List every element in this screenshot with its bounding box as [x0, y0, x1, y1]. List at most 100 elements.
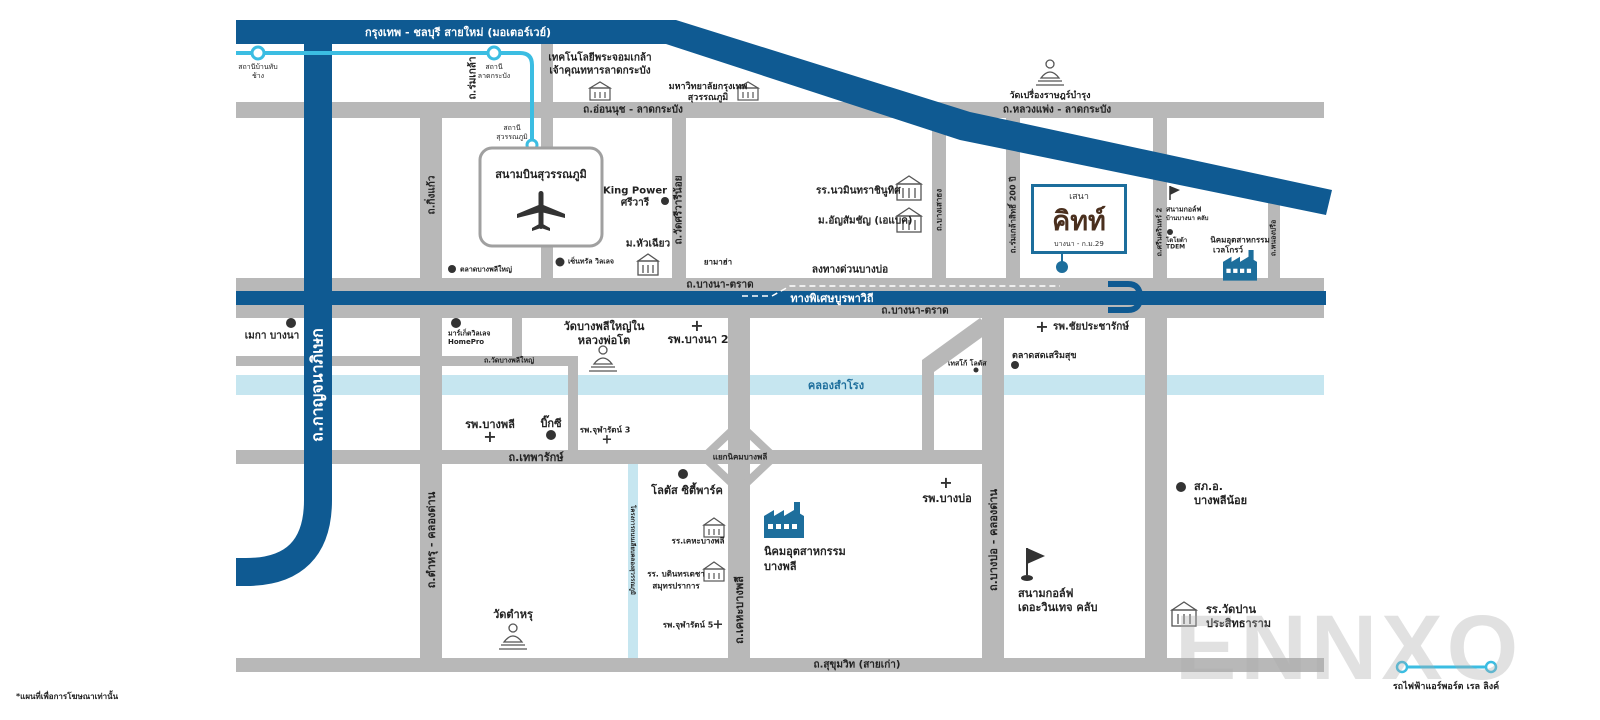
hospital-icon-chularat5: + [712, 617, 724, 633]
label-kingkaew2: ถ.ศรีนครินทร์ 2 [1155, 207, 1164, 257]
road-small-b [568, 356, 578, 456]
label-canal-road: โครงการถนนเลียบคลองสุวรรณภูมิ [629, 505, 636, 595]
project-location: บางนา - ก.ม.29 [1054, 240, 1104, 248]
road-bangna-trat-upper [236, 278, 1324, 292]
label-lotus-city: โลตัส ซิตี้พาร์ค [651, 484, 723, 497]
label-golf-small-2: บ้านบางนา คลับ [1166, 215, 1209, 222]
road-small-a [512, 318, 522, 358]
label-kmitl-1: เทคโนโลยีพระจอมเกล้า [548, 52, 652, 64]
airport-label: สนามบินสุวรรณภูมิ [495, 168, 587, 181]
label-wat-bangphli-2: หลวงพ่อโต [577, 334, 631, 347]
road-suvarnabhumi-canal [628, 464, 638, 658]
label-expressway: ทางพิเศษบูรพาวิถี [790, 292, 874, 305]
label-onnut: ถ.อ่อนนุช - ลาดกระบัง [583, 104, 683, 116]
label-watsri: ถ.วัดศรีวารีน้อย [673, 175, 685, 245]
marker-mega [286, 318, 296, 328]
label-wat-bangphli-1: วัดบางพลีใหญ่ใน [563, 320, 645, 333]
road-bangna-trat-lower [236, 304, 1324, 318]
building-icon-watpan [1169, 601, 1199, 627]
station-suvarnabhumi-label: สถานีสุวรรณภูมิ [496, 124, 528, 141]
label-school-kheha: รร.เคหะบางพลี [671, 536, 725, 546]
label-thepharak: ถ.เทพารักษ์ [508, 451, 564, 464]
marker-market-seri [1011, 361, 1019, 369]
label-bangna-trat-upper: ถ.บางนา-ตราด [686, 279, 754, 291]
label-industrial-2: บางพลี [764, 560, 797, 573]
label-welgrow-2: เวลโกรว์ [1212, 245, 1244, 255]
label-market-bangphli: ตลาดบางพลีใหญ่ [460, 265, 513, 274]
label-tamru-khlongdan: ถ.ตำหรุ - คลองด่าน [425, 491, 438, 589]
road-watsri [672, 118, 686, 278]
label-intersection: แยกนิคมบางพลี [712, 452, 768, 462]
legend-airport-link: รถไฟฟ้าแอร์พอร์ต เรล ลิงค์ [1392, 682, 1500, 692]
road-sukhumvit [236, 658, 1324, 672]
road-onnut [236, 102, 1324, 118]
station-latkrabang-label: สถานีลาดกระบัง [477, 63, 511, 80]
label-wat-prueng: วัดเปรื่องราษฎร์บำรุง [1009, 91, 1091, 101]
label-welgrow-1: นิคมอุตสาหกรรม [1210, 235, 1270, 245]
label-school-bodin-1: รร. บดินทรเดชา [647, 569, 705, 579]
marker-lotus-city [678, 469, 688, 479]
road-200pi [1006, 118, 1020, 278]
label-hosp-chularat5: รพ.จุฬารัตน์ 5 [662, 620, 714, 630]
road-bangbo [982, 318, 1004, 658]
marker-lotus-bangphli [973, 367, 979, 373]
golf-flag-small-icon [1169, 186, 1180, 200]
motorway [236, 20, 1332, 215]
intersection-diamond [698, 418, 780, 496]
station-latkrabang-marker [486, 45, 502, 61]
project-name: คิทท์ [1052, 206, 1106, 237]
label-hosp-bangphli: รพ.บางพลี [465, 418, 515, 431]
label-pakdee: ถ.หนองปรือ [1269, 219, 1278, 257]
label-golf-1: สนามกอล์ฟ [1018, 587, 1074, 600]
hospital-icon-bangbo: + [939, 473, 953, 492]
hospital-icon-chaiprakan: + [1035, 317, 1049, 336]
marker-district-office [1176, 482, 1186, 492]
label-200pi: ถ.ร่มเกล้าสิทธิ์ 200 ปี [1008, 176, 1018, 254]
legend-station-left [1395, 660, 1409, 674]
building-icon-bodin [702, 561, 726, 582]
label-kanchanaphisek: ถ.กาญจนาภิเษก [307, 328, 327, 442]
label-central: เซ็นทรัล วิลเลจ [568, 257, 615, 266]
label-huachiew: ม.หัวเฉียว [625, 238, 671, 250]
label-tdem-2: TDEM [1166, 243, 1186, 251]
road-diag [922, 318, 992, 372]
label-hosp-chaiprakan: รพ.ชัยประชารักษ์ [1053, 321, 1129, 333]
road-kingkaew [420, 118, 442, 658]
watermark: ENNXO [1175, 597, 1523, 699]
road-pakdee [1268, 200, 1280, 278]
label-hosp-chularat3: รพ.จุฬารัตน์ 3 [579, 425, 631, 435]
footnote: *แผนที่เพื่อการโฆษณาเท่านั้น [16, 692, 119, 701]
label-abac: ม.อัญสัมชัญ (เอแบค) [818, 215, 913, 227]
hospital-icon-bangna2: + [690, 316, 704, 335]
golf-flag-icon [1021, 548, 1045, 581]
buddha-icon-wat-tamru [499, 623, 527, 650]
label-bangbo-khlongdan: ถ.บางบ่อ - คลองด่าน [987, 488, 1000, 592]
road-watbangphli [236, 356, 576, 366]
project-logo[interactable]: เสนา คิทท์ บางนา - ก.ม.29 [1031, 184, 1127, 254]
label-market-village-1: มาร์เก็ตวิลเลจ [448, 329, 491, 338]
label-district-office-2: บางพลีน้อย [1194, 494, 1248, 507]
label-kingpower-1: King Power [602, 185, 668, 197]
label-tdem-1: โตโยต้า [1166, 237, 1188, 244]
label-wat-tamru: วัดตำหรุ [493, 608, 533, 621]
marker-market-village [451, 318, 461, 328]
hospital-icon-bangphli: + [483, 427, 497, 446]
label-mega: เมกา บางนา [244, 330, 300, 342]
expressway-uturn [1108, 281, 1144, 313]
label-canal: คลองสำโรง [807, 379, 865, 392]
airplane-icon [517, 191, 565, 231]
building-icon-navamin [894, 175, 924, 201]
label-bigc: บิ๊กซี [540, 417, 562, 430]
building-icon-kmitl [587, 81, 613, 101]
hospital-icon-chularat3: + [601, 432, 613, 448]
factory-icon-bangphli [764, 502, 804, 538]
label-kmitl-2: เจ้าคุณทหารลาดกระบัง [549, 65, 651, 77]
canal-samrong [236, 375, 1324, 395]
project-brand: เสนา [1069, 192, 1089, 202]
road-kanchanaphisek [236, 44, 332, 586]
factory-icon-welgrow [1223, 250, 1257, 281]
marker-kingpower [661, 197, 669, 205]
label-luangphaeng: ถ.หลวงแพ่ง - ลาดกระบัง [1002, 104, 1112, 116]
legend-station-right [1484, 660, 1498, 674]
